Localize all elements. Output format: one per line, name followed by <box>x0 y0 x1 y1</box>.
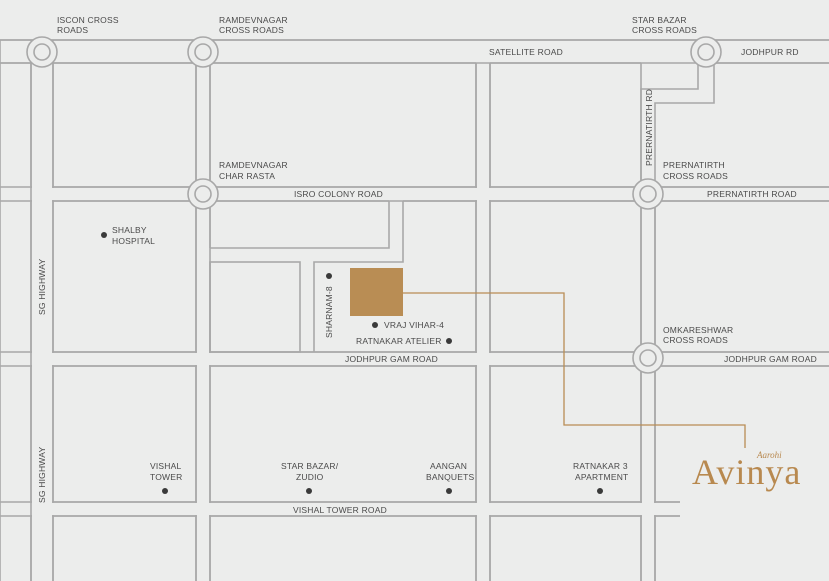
label-vishal-1: VISHAL <box>150 461 182 471</box>
label-aangan-1: AANGAN <box>430 461 467 471</box>
junction-star-bazar-icon <box>690 36 722 68</box>
label-aangan-2: BANQUETS <box>426 472 474 482</box>
road-jodhpur-gam-1: JODHPUR GAM ROAD <box>345 354 438 364</box>
sharnam-dot-icon <box>326 273 332 279</box>
brand-logo-small: Aarohi <box>756 450 782 460</box>
label-ratnakar3-1: RATNAKAR 3 <box>573 461 628 471</box>
road-sg-highway-1: SG HIGHWAY <box>37 259 47 315</box>
label-star-bazar-1: STAR BAZAR <box>632 15 687 25</box>
label-star-bazar-2: CROSS ROADS <box>632 25 697 35</box>
road-isro-colony: ISRO COLONY ROAD <box>294 189 383 199</box>
label-ratnakar3-2: APARTMENT <box>575 472 628 482</box>
vishal-dot-icon <box>162 488 168 494</box>
junction-ramdevnagar-char-icon <box>187 178 219 210</box>
project-leader-line <box>403 292 746 448</box>
label-ramdevnagar-cross-1: RAMDEVNAGAR <box>219 15 288 25</box>
road-edges <box>0 39 829 581</box>
vraj-dot-icon <box>372 322 378 328</box>
label-ratnakar-atelier: RATNAKAR ATELIER <box>356 336 442 346</box>
junction-omkareshwar-icon <box>632 342 664 374</box>
label-shalby-1: SHALBY <box>112 225 147 235</box>
label-iscon-2: ROADS <box>57 25 88 35</box>
label-omkareshwar-2: CROSS ROADS <box>663 335 728 345</box>
junction-ramdevnagar-cross-icon <box>187 36 219 68</box>
label-star-bazar-zudio-2: ZUDIO <box>296 472 324 482</box>
ratnakar3-dot-icon <box>597 488 603 494</box>
landmark-dots <box>101 232 603 494</box>
label-vraj: VRAJ VIHAR-4 <box>384 320 444 330</box>
road-sg-highway-2: SG HIGHWAY <box>37 447 47 503</box>
road-prernatirth: PRERNATIRTH ROAD <box>707 189 797 199</box>
road-prernatirth-vertical: PRERNATIRTH RD <box>644 89 654 166</box>
label-prernatirth-cross-2: CROSS ROADS <box>663 171 728 181</box>
project-site-marker[interactable] <box>350 268 403 316</box>
road-sharnam: SHARNAM-8 <box>324 286 334 338</box>
road-jodhpur-gam-2: JODHPUR GAM ROAD <box>724 354 817 364</box>
label-shalby-2: HOSPITAL <box>112 236 155 246</box>
brand-logo-big: Avinya <box>692 452 801 492</box>
label-ramdevnagar-char-2: CHAR RASTA <box>219 171 275 181</box>
star-bazar-zudio-dot-icon <box>306 488 312 494</box>
label-ramdevnagar-char-1: RAMDEVNAGAR <box>219 160 288 170</box>
label-omkareshwar-1: OMKARESHWAR <box>663 325 733 335</box>
label-prernatirth-cross-1: PRERNATIRTH <box>663 160 725 170</box>
label-vishal-2: TOWER <box>150 472 182 482</box>
junction-prernatirth-icon <box>632 178 664 210</box>
label-ramdevnagar-cross-2: CROSS ROADS <box>219 25 284 35</box>
ratnakar-atelier-dot-icon <box>446 338 452 344</box>
aangan-dot-icon <box>446 488 452 494</box>
road-satellite: SATELLITE ROAD <box>489 47 563 57</box>
road-vishal-tower: VISHAL TOWER ROAD <box>293 505 387 515</box>
label-iscon-1: ISCON CROSS <box>57 15 119 25</box>
road-jodhpur-rd: JODHPUR RD <box>741 47 799 57</box>
junctions <box>26 36 722 374</box>
junction-iscon-icon <box>26 36 58 68</box>
label-star-bazar-zudio-1: STAR BAZAR/ <box>281 461 339 471</box>
brand-logo: Aarohi Avinya <box>692 450 801 492</box>
shalby-dot-icon <box>101 232 107 238</box>
